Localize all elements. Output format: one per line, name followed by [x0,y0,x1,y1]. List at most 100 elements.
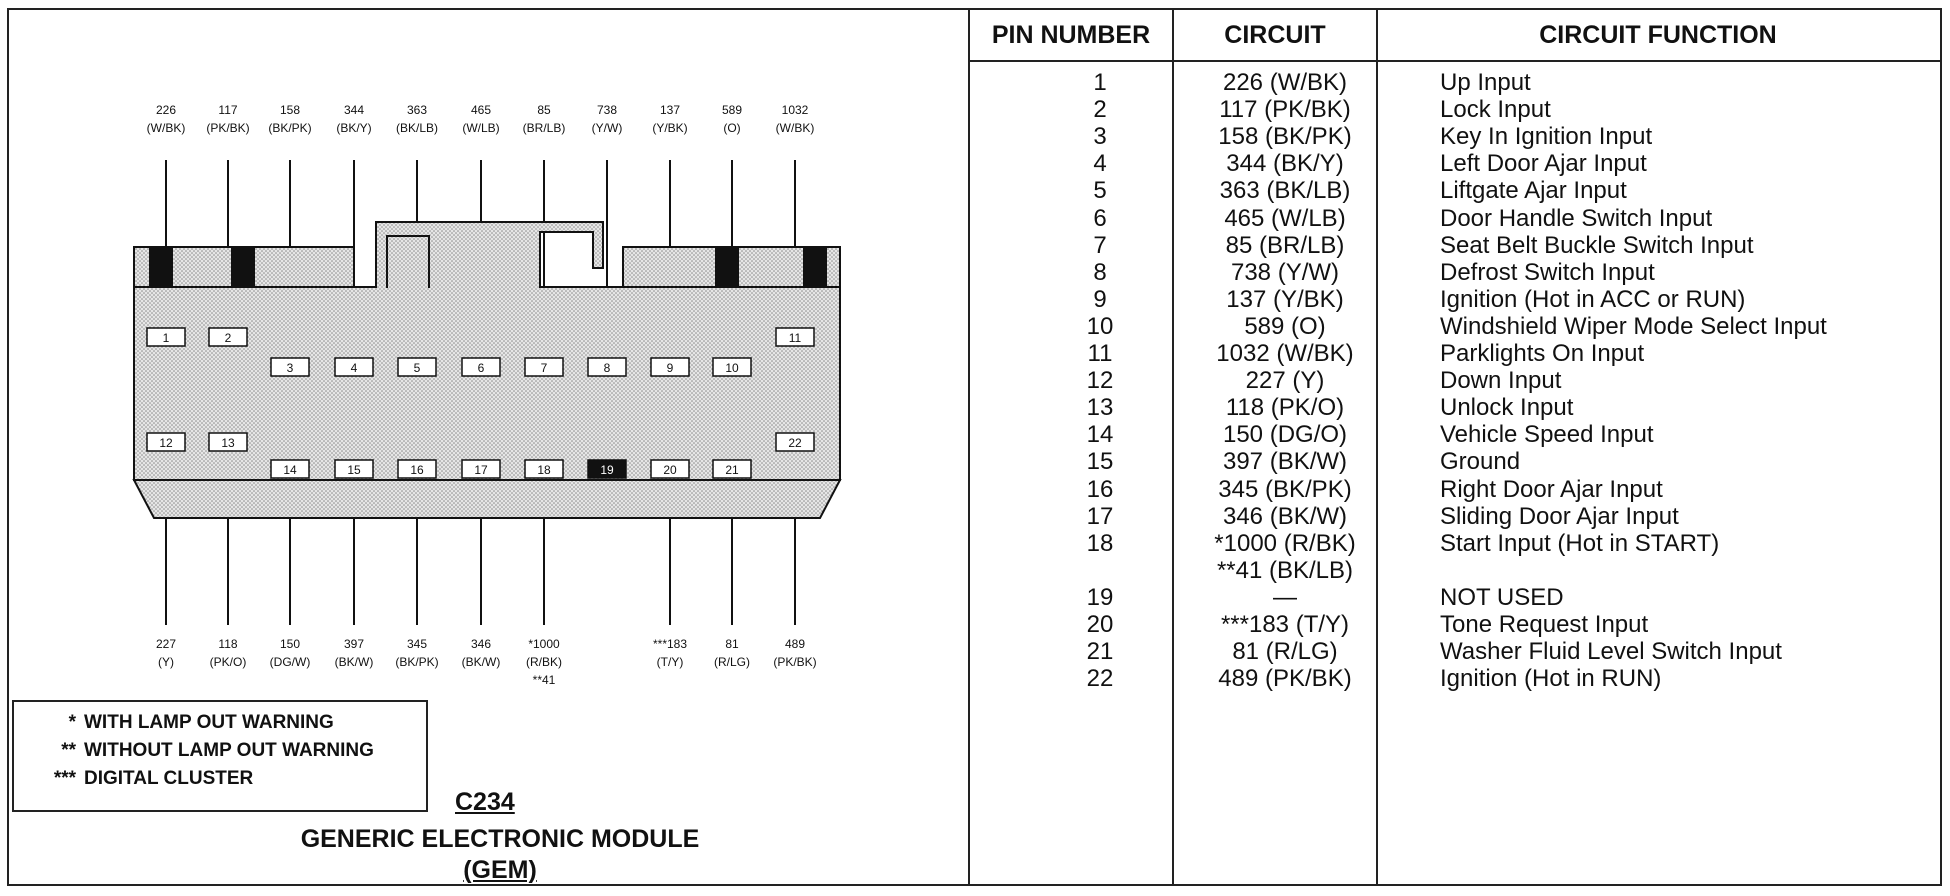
section-divider [968,8,970,886]
top-circuit-number: 344 [344,103,364,117]
pin-number-cell: 20 [1086,611,1114,638]
pin-label: 4 [351,361,358,375]
pin-label: 7 [541,361,548,375]
pin-label: 8 [604,361,611,375]
function-cell: Start Input (Hot in START) [1440,529,1720,557]
circuit-cell: — [1273,583,1297,611]
function-cell: Up Input [1440,69,1531,96]
bottom-circuit-label: 118 [218,637,237,651]
function-cell: Down Input [1440,367,1562,395]
top-circuit-number: 465 [471,103,491,117]
top-circuit-color: (PK/BK) [206,121,249,135]
top-circuit-color: (BK/PK) [268,121,311,135]
pin-number-cell: 3 [1093,123,1107,151]
pin-label: 16 [410,463,424,477]
function-cell: Windshield Wiper Mode Select Input [1440,312,1827,340]
module-abbreviation: (GEM) [463,856,537,884]
pin-13: 13 [208,432,248,452]
pin-label: 17 [474,463,488,477]
bottom-circuit-label: *1000 [528,637,560,651]
pin-19: 19 [587,459,627,479]
pin-2: 2 [208,327,248,347]
pin-12: 12 [146,432,186,452]
pin-3: 3 [270,357,310,377]
bottom-circuit-label: (BK/PK) [395,655,438,669]
pin-18: 18 [524,459,564,479]
legend-item: **WITHOUT LAMP OUT WARNING [61,740,374,761]
function-cell: Defrost Switch Input [1440,258,1655,286]
top-circuit-number: 117 [218,103,237,117]
top-circuit-color: (Y/BK) [652,121,687,135]
header-circuit: CIRCUIT [1224,20,1326,49]
bottom-circuit-label: 397 [344,637,364,651]
pin-label: 20 [663,463,677,477]
pin-label: 13 [221,436,235,450]
pin-5: 5 [397,357,437,377]
circuit-cell: 150 (DG/O) [1222,421,1348,449]
function-cell: Ignition (Hot in RUN) [1440,665,1662,693]
function-cell: NOT USED [1440,583,1564,611]
top-circuit-number: 158 [280,103,300,117]
top-circuit-color: (BR/LB) [523,121,566,135]
circuit-cell: ***183 (T/Y) [1220,611,1350,638]
key-tab [149,247,173,287]
circuit-cell: 346 (BK/W) [1222,502,1348,530]
top-circuit-color: (W/LB) [462,121,499,135]
circuit-cell: 226 (W/BK) [1222,69,1348,96]
function-cell: Unlock Input [1440,394,1574,422]
pin-label: 19 [600,463,614,477]
bottom-circuit-label: (BK/W) [462,655,501,669]
circuit-cell: 85 (BR/LB) [1225,231,1345,259]
circuit-cell: 465 (W/LB) [1224,204,1346,232]
key-tab [231,247,255,287]
pin-6: 6 [461,357,501,377]
function-cell: Ignition (Hot in ACC or RUN) [1440,285,1746,313]
circuit-cell: 118 (PK/O) [1225,394,1345,422]
pin-number-cell: 16 [1086,475,1114,503]
key-tab [715,247,739,287]
bottom-circuit-label: 489 [785,637,805,651]
connector-body [133,286,841,481]
pin-label: 21 [725,463,739,477]
pin-number-cell: 11 [1087,340,1113,367]
pin-number-cell: 1 [1093,69,1107,96]
function-cell: Washer Fluid Level Switch Input [1440,638,1782,666]
bottom-circuit-label: 150 [280,637,300,651]
pin-number-cell: 8 [1093,258,1107,286]
circuit-cell: 117 (PK/BK) [1219,96,1351,124]
circuit-cell: *1000 (R/BK) [1214,529,1356,557]
bottom-circuit-label: (PK/O) [210,655,247,669]
function-cell: Key In Ignition Input [1440,123,1653,151]
circuit-cell: 81 (R/LG) [1232,638,1338,666]
circuit-cell: 345 (BK/PK) [1218,475,1352,503]
header-rule [970,60,1940,62]
connector-id: C234 [455,788,515,816]
function-cell: Right Door Ajar Input [1440,475,1663,503]
pin-14: 14 [270,459,310,479]
top-circuit-color: (O) [723,121,740,135]
column-rule [1172,10,1174,884]
bottom-circuit-label: (T/Y) [657,655,684,669]
pin-16: 16 [397,459,437,479]
circuit-cell: 1032 (W/BK) [1216,340,1354,367]
pin-1: 1 [146,327,186,347]
bottom-circuit-label: (DG/W) [270,655,311,669]
center-rib [375,221,604,288]
circuit-cell: 344 (BK/Y) [1226,150,1344,178]
circuit-cell: 738 (Y/W) [1230,258,1340,286]
bottom-circuit-label: 346 [471,637,491,651]
pin-label: 1 [163,331,170,345]
pin-number-cell: 13 [1086,394,1114,422]
function-cell: Parklights On Input [1440,340,1645,367]
pin-label: 22 [788,436,802,450]
function-cell: Seat Belt Buckle Switch Input [1440,231,1754,259]
circuit-cell: 397 (BK/W) [1222,448,1348,476]
function-cell: Ground [1440,448,1521,476]
pin-7: 7 [524,357,564,377]
bottom-circuit-label: ***183 [653,637,687,651]
pin-number-cell: 9 [1093,285,1107,313]
function-cell: Door Handle Switch Input [1440,204,1713,232]
top-circuit-number: 589 [722,103,742,117]
